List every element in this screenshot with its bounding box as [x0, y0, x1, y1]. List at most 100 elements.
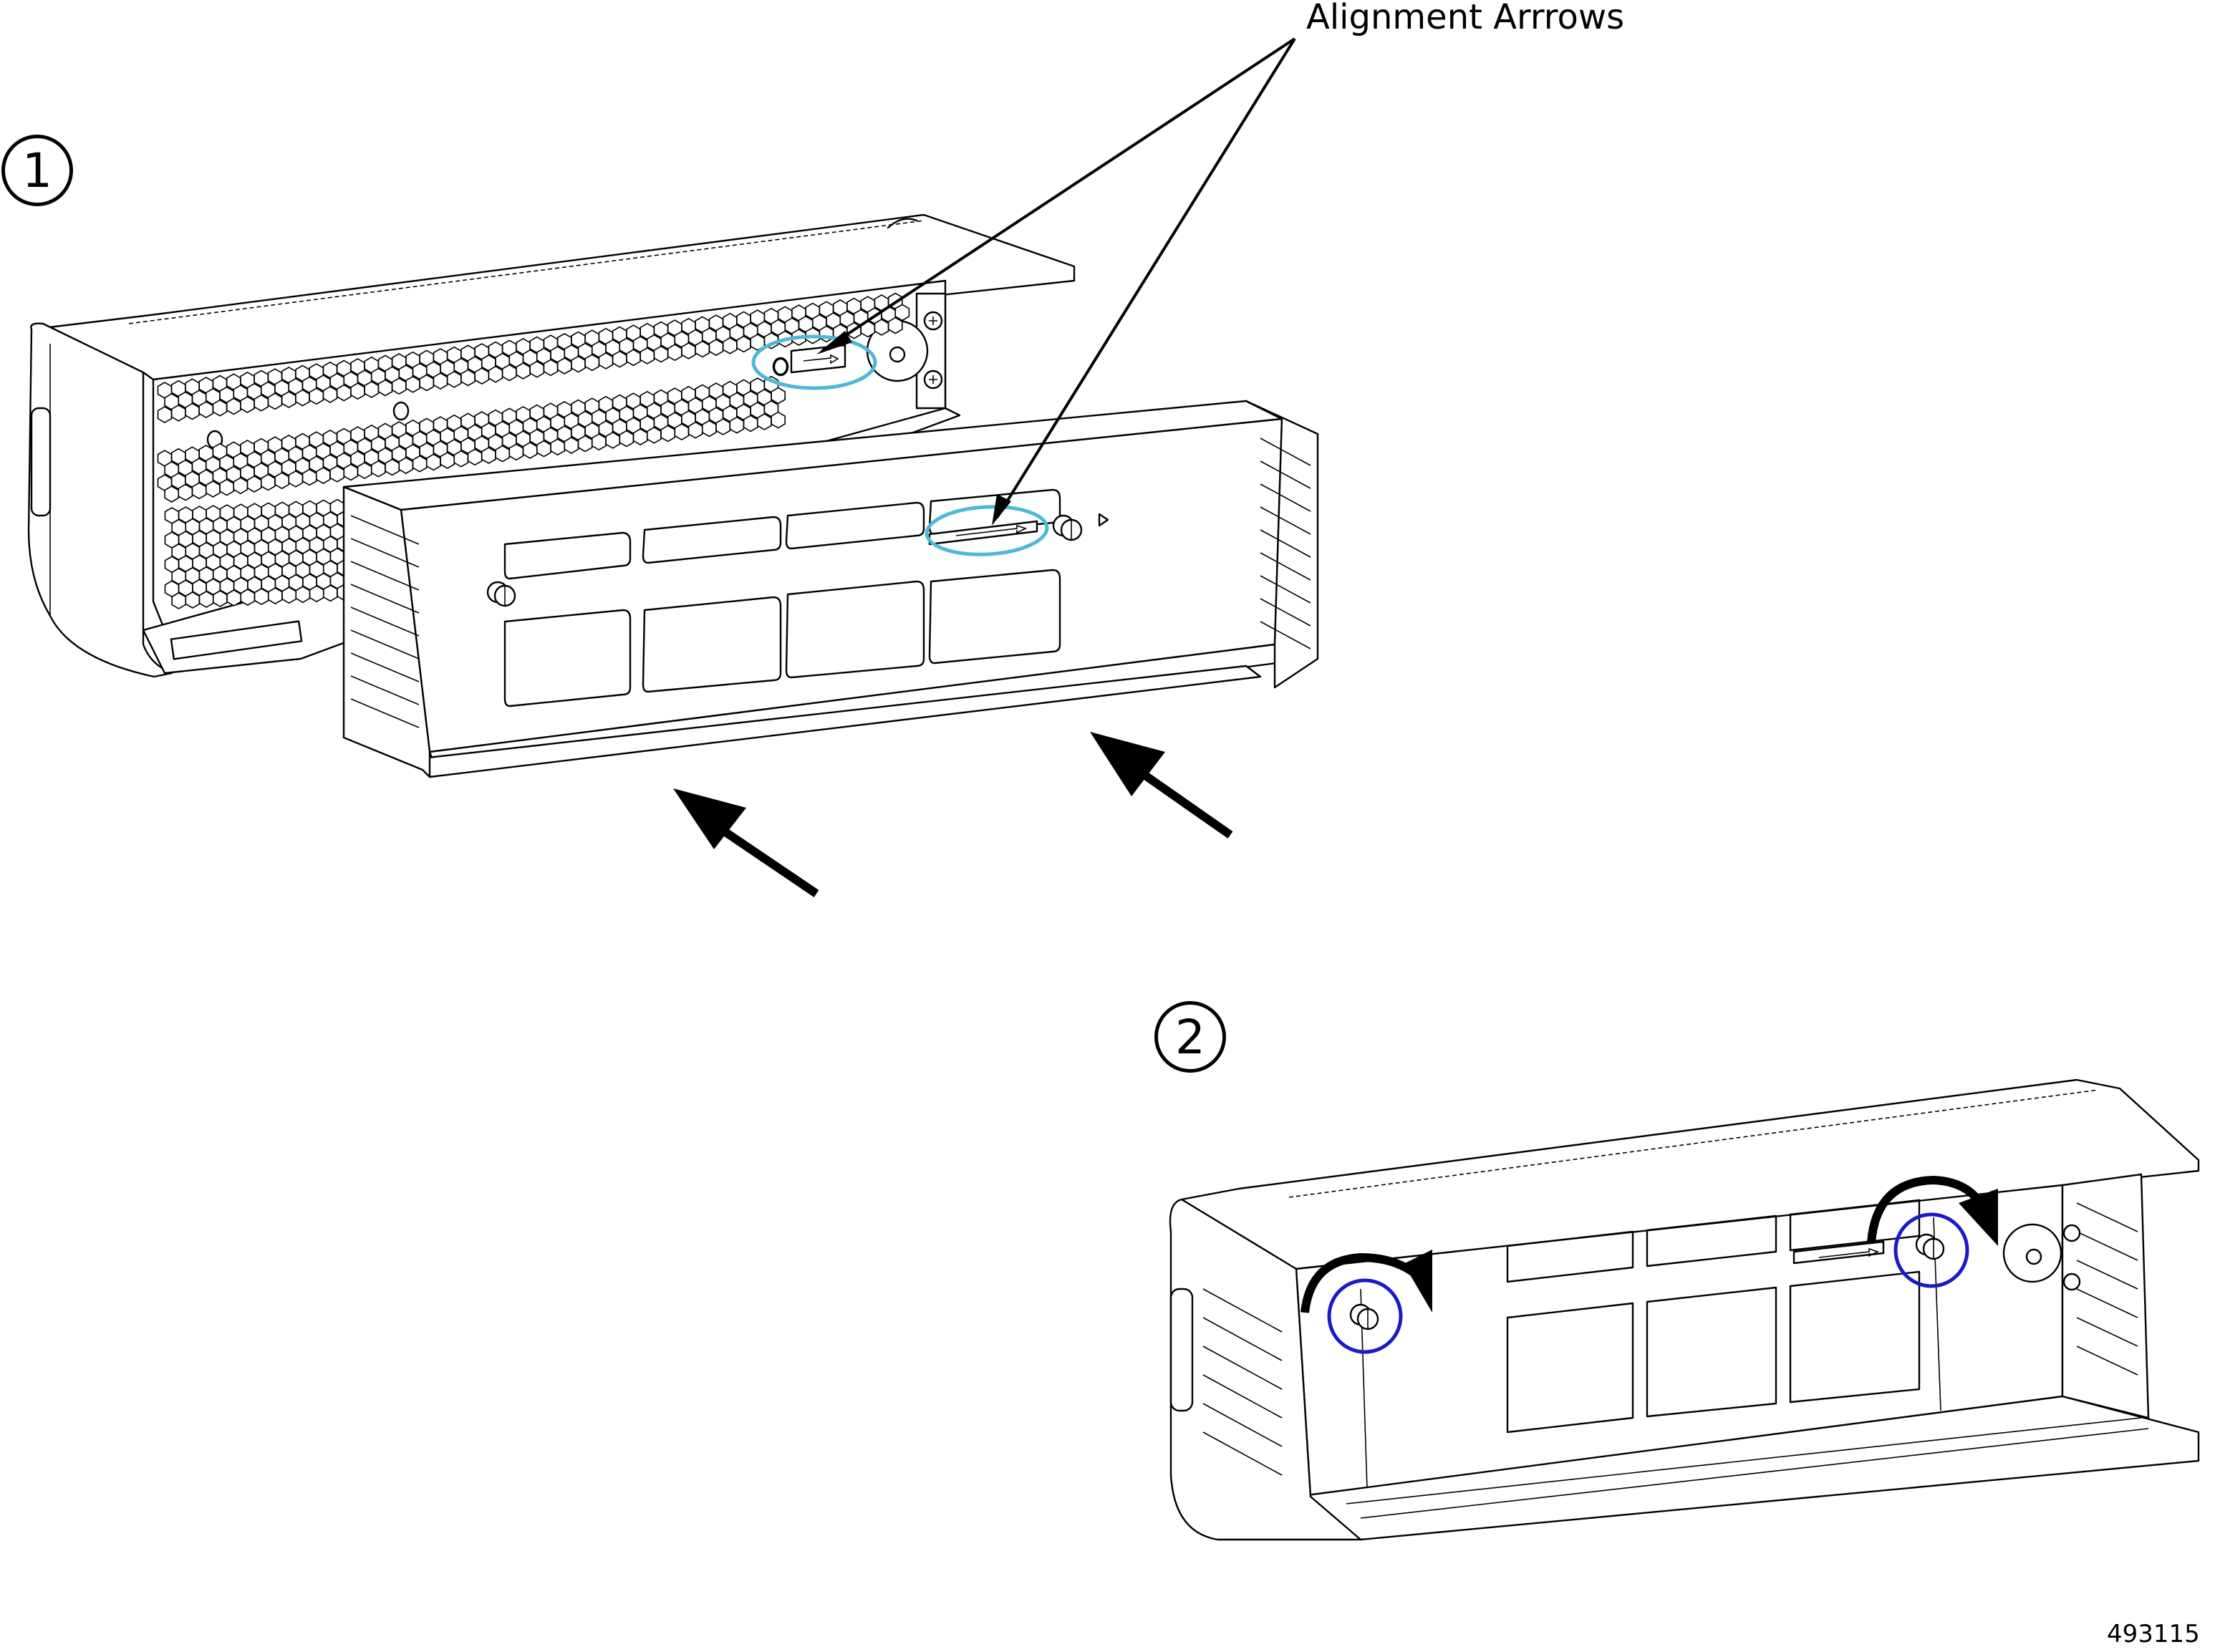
- step2-left-fins: [1202, 1288, 1283, 1476]
- mesh-hole: [695, 340, 710, 358]
- alignment-highlight-chassis: [751, 334, 877, 390]
- figure-id: 493115: [2107, 1620, 2200, 1648]
- alignment-arrow-icon: [1792, 1240, 1885, 1265]
- step2-right-fins: [2076, 1202, 2138, 1376]
- mesh-hole: [646, 426, 662, 444]
- mesh-hole: [322, 385, 338, 403]
- captive-screw-icon: [1915, 1233, 1945, 1260]
- step-number-badge: 2: [1154, 1001, 1226, 1073]
- push-direction-arrow-icon: [1090, 732, 1233, 839]
- screw-highlight-right: [1893, 1212, 1969, 1288]
- mesh-hole: [309, 585, 324, 603]
- mesh-hole: [522, 441, 538, 459]
- mesh-hole: [571, 355, 586, 373]
- mesh-hole: [660, 425, 676, 443]
- mesh-hole: [667, 344, 682, 362]
- alignment-arrow-icon: [773, 344, 846, 376]
- mesh-hole: [240, 589, 256, 607]
- mesh-hole: [564, 436, 579, 454]
- mesh-hole: [185, 591, 201, 609]
- mesh-hole: [254, 394, 269, 412]
- mesh-hole: [240, 396, 255, 413]
- mesh-hole: [301, 468, 317, 486]
- mesh-hole: [233, 477, 248, 495]
- mesh-hole: [508, 443, 524, 461]
- mesh-hole: [419, 374, 435, 392]
- mesh-hole: [440, 452, 455, 469]
- step1-insert: [342, 400, 1319, 778]
- mesh-hole: [550, 438, 566, 456]
- mesh-hole: [385, 458, 400, 476]
- mesh-hole: [322, 584, 338, 602]
- mesh-hole: [329, 465, 345, 483]
- mesh-hole: [226, 397, 241, 415]
- mesh-hole: [178, 483, 193, 501]
- mesh-hole: [295, 586, 311, 604]
- mesh-hole: [412, 455, 428, 473]
- mesh-hole: [757, 413, 772, 430]
- mesh-hole: [446, 370, 462, 388]
- captive-screw-icon: [1052, 514, 1083, 541]
- mesh-hole: [495, 445, 511, 463]
- mesh-hole: [391, 377, 407, 395]
- mesh-hole: [591, 433, 607, 451]
- insert-panels: [503, 488, 1061, 707]
- mesh-hole: [501, 364, 517, 382]
- mesh-hole: [474, 367, 490, 385]
- mesh-hole: [612, 350, 627, 368]
- mesh-hole: [460, 369, 476, 387]
- mesh-hole: [185, 402, 200, 420]
- mesh-hole: [619, 430, 634, 448]
- mesh-hole: [370, 460, 386, 478]
- mesh-hole: [715, 418, 731, 435]
- mesh-hole: [212, 590, 228, 607]
- mesh-hole: [295, 389, 310, 407]
- mesh-hole: [281, 586, 297, 604]
- mesh-hole: [516, 362, 531, 380]
- mesh-hole: [488, 365, 503, 383]
- mesh-hole: [653, 345, 669, 363]
- mesh-hole: [171, 591, 187, 609]
- push-direction-arrow-icon: [673, 788, 819, 897]
- mesh-hole: [632, 428, 648, 446]
- screw-highlight-left: [1327, 1278, 1403, 1354]
- mesh-hole: [219, 478, 235, 496]
- mesh-hole: [605, 431, 621, 449]
- mesh-hole: [315, 467, 331, 485]
- mesh-hole: [529, 360, 545, 378]
- right-end-fins: [1260, 438, 1311, 649]
- mesh-hole: [640, 347, 655, 364]
- mesh-hole: [729, 416, 745, 434]
- mesh-hole: [577, 435, 593, 453]
- mesh-hole: [343, 463, 359, 481]
- mesh-hole: [357, 462, 372, 480]
- mesh-hole: [405, 375, 420, 393]
- mesh-hole: [198, 590, 214, 608]
- mesh-hole: [191, 482, 207, 500]
- mesh-hole: [267, 587, 283, 605]
- mesh-hole: [626, 349, 641, 367]
- mesh-hole: [722, 337, 738, 354]
- mesh-hole: [226, 589, 242, 607]
- mesh-hole: [364, 380, 380, 398]
- mesh-hole: [164, 486, 179, 503]
- mesh-hole: [681, 342, 696, 359]
- mesh-hole: [254, 588, 269, 606]
- step-number-badge: 1: [1, 135, 73, 206]
- alignment-arrows-callout: Alignment Arrrows: [1306, 0, 1625, 37]
- left-end-fins: [350, 515, 420, 728]
- mesh-hole: [584, 354, 600, 372]
- mesh-hole: [674, 423, 690, 441]
- captive-screw-icon: [486, 581, 516, 607]
- mesh-hole: [467, 448, 483, 466]
- step2-assembly: [1169, 1078, 2200, 1541]
- mesh-hole: [246, 475, 262, 493]
- mesh-hole: [687, 421, 703, 439]
- mesh-hole: [736, 335, 751, 353]
- step-number: 1: [22, 143, 52, 198]
- mesh-hole: [536, 440, 551, 458]
- mesh-hole: [701, 420, 717, 438]
- mesh-hole: [819, 325, 834, 343]
- clockwise-rotate-arrow-icon: [1300, 1250, 1432, 1313]
